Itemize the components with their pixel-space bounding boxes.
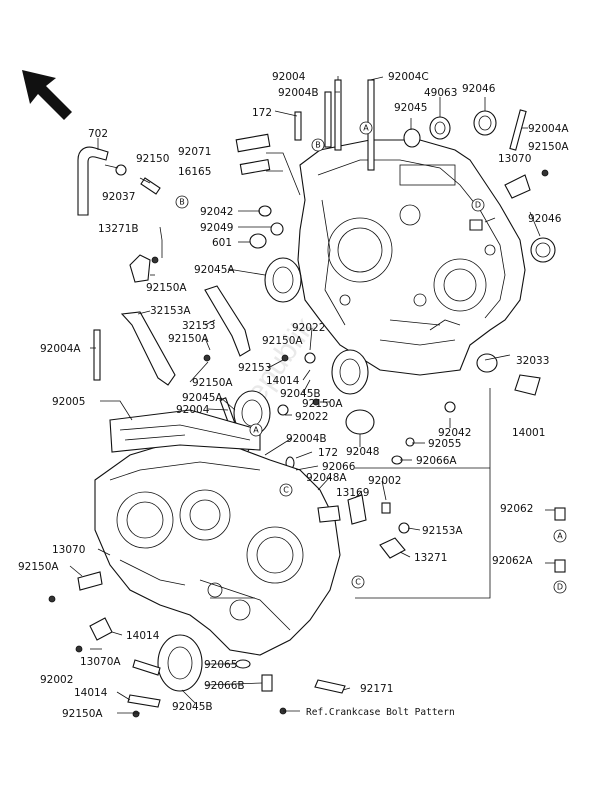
part-label: 92171	[360, 683, 393, 695]
part-labels: 702 92037 92150 172 92004 92004B 92004C …	[18, 71, 569, 720]
part-label: 92049	[200, 222, 233, 234]
part-label: 13271	[414, 552, 447, 564]
part-label: 92150A	[146, 282, 187, 294]
part-label: 92046	[462, 83, 496, 95]
part-label: 92055	[428, 438, 461, 450]
part-label: 92004C	[388, 71, 429, 83]
part-label: 92004A	[528, 123, 569, 135]
part-label: 92150A	[192, 377, 233, 389]
part-label: 92065	[204, 659, 237, 671]
lower-left-parts	[77, 571, 346, 708]
part-label: 92037	[102, 191, 135, 203]
part-label: 92045	[394, 102, 427, 114]
callout-d-1: D	[475, 201, 481, 210]
part-label: 92022	[295, 411, 328, 423]
bracket-lines	[210, 388, 555, 599]
part-label: 172	[318, 447, 338, 459]
part-label: 172	[252, 107, 272, 119]
part-label: 92150A	[62, 708, 103, 720]
part-label: 92150A	[168, 333, 209, 345]
part-label: 92062A	[492, 555, 533, 567]
part-label: 13070	[498, 153, 531, 165]
lower-case-top	[109, 409, 261, 453]
part-label: 13070	[52, 544, 85, 556]
callout-a-1: A	[363, 124, 369, 133]
part-label: 92048	[346, 446, 379, 458]
callout-a-2: A	[253, 426, 259, 435]
oil-pipes	[120, 254, 251, 386]
callout-d-2: D	[557, 583, 563, 592]
upper-small-parts	[235, 133, 531, 303]
callout-c-1: C	[283, 486, 289, 495]
front-direction-arrow-icon	[22, 70, 72, 120]
part-label: 92046	[528, 213, 562, 225]
part-label: 92004B	[286, 433, 327, 445]
part-label: 92150A	[18, 561, 59, 573]
part-label: 92042	[200, 206, 233, 218]
middle-bearings	[93, 329, 375, 475]
part-label: 92153A	[422, 525, 463, 537]
screws	[48, 169, 549, 718]
part-label: 92048A	[306, 472, 347, 484]
leader-lines	[69, 76, 541, 714]
part-label: 601	[212, 237, 232, 249]
part-label: 92150	[136, 153, 169, 165]
part-label: 13070A	[80, 656, 121, 668]
bearings-top	[403, 110, 556, 263]
part-label: 14001	[512, 427, 545, 439]
part-label: 92150A	[302, 398, 343, 410]
breather-hose	[77, 146, 161, 216]
callout-b-1: B	[179, 198, 185, 207]
callout-markers: B B A D A C A C D	[175, 121, 567, 594]
part-label: 92004B	[278, 87, 319, 99]
callout-b-2: B	[315, 141, 321, 150]
part-label: 92150A	[262, 335, 303, 347]
part-label: 14014	[266, 375, 300, 387]
part-label: 13169	[336, 487, 369, 499]
part-label: 92071	[178, 146, 211, 158]
lower-crankcase	[94, 439, 341, 656]
part-label: 92066A	[416, 455, 457, 467]
part-label: 92153	[238, 362, 271, 374]
part-label: 14014	[74, 687, 108, 699]
part-label: 92022	[292, 322, 325, 334]
part-label: 702	[88, 128, 108, 140]
part-label: 92045A	[182, 392, 223, 404]
part-label: 32033	[516, 355, 549, 367]
part-label: 92004A	[40, 343, 81, 355]
part-label: 92042	[438, 427, 471, 439]
part-label: 92002	[40, 674, 73, 686]
part-label: 49063	[424, 87, 457, 99]
callout-c-2: C	[355, 578, 361, 587]
part-label: 92002	[368, 475, 401, 487]
part-label: 32153A	[150, 305, 191, 317]
part-label: 92066	[322, 461, 356, 473]
part-label: 92045A	[194, 264, 235, 276]
part-label: 13271B	[98, 223, 139, 235]
part-label: 92066B	[204, 680, 245, 692]
part-label: 92150A	[528, 141, 569, 153]
part-label: 92062	[500, 503, 533, 515]
reference-note: Ref.Crankcase Bolt Pattern	[306, 707, 455, 718]
part-label: 92045B	[172, 701, 213, 713]
part-label: 92004	[272, 71, 306, 83]
part-label: 92004	[176, 404, 210, 416]
lower-right-parts	[317, 353, 566, 573]
part-label: 92005	[52, 396, 85, 408]
part-label: 92045B	[280, 388, 321, 400]
callout-a-3: A	[557, 532, 563, 541]
upper-crankcase	[297, 139, 526, 376]
part-label: 14014	[126, 630, 160, 642]
part-label: 16165	[178, 166, 211, 178]
part-label: 32153	[182, 320, 215, 332]
